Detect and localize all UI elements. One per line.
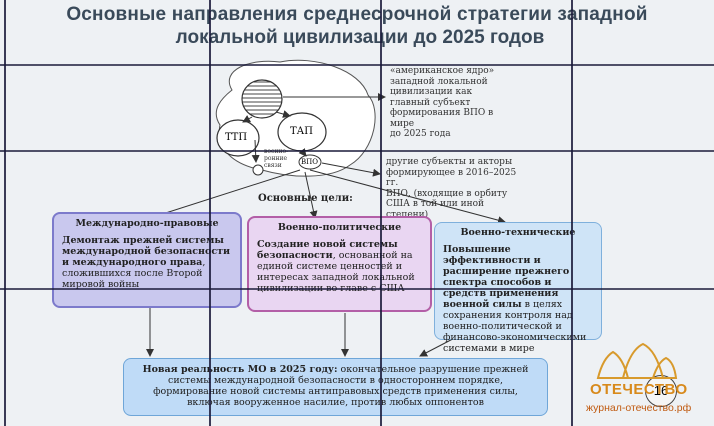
box-mt-header: Военно-технические bbox=[460, 227, 576, 238]
slide-title-line2: локальной цивилизации до 2025 годов bbox=[175, 27, 545, 48]
box-military-technical: Военно-технические Повышение эффективнос… bbox=[434, 222, 602, 354]
core-circle bbox=[241, 79, 283, 119]
tap-label: ТАП bbox=[290, 126, 313, 137]
small-link-label: военно-ронние связи bbox=[264, 148, 289, 169]
screen-seam bbox=[380, 0, 382, 426]
box-new-reality: Новая реальность МО в 2025 году: окончат… bbox=[123, 358, 548, 416]
logo-domes-icon bbox=[596, 342, 678, 379]
note-american-core: «американское ядро» западной локальной ц… bbox=[390, 66, 495, 139]
small-circle bbox=[252, 164, 264, 176]
screen-seam bbox=[209, 0, 211, 426]
screen-seam bbox=[0, 64, 714, 66]
note-other-actors: другие субъекты и акторы формирующее в 2… bbox=[386, 157, 517, 220]
vpo-circle bbox=[298, 154, 322, 170]
main-goals-caption: Основные цели: bbox=[258, 193, 353, 204]
page-number: 16 bbox=[645, 375, 677, 407]
box-legal: Международно-правовые Демонтаж прежней с… bbox=[52, 212, 242, 308]
screen-seam bbox=[0, 288, 714, 290]
screen-seam bbox=[0, 150, 714, 152]
logo-url: журнал-отечество.рф bbox=[586, 402, 692, 414]
screen-seam bbox=[4, 0, 6, 426]
box-legal-header: Международно-правовые bbox=[75, 218, 219, 229]
screen-seam bbox=[571, 0, 573, 426]
ttp-circle bbox=[216, 119, 260, 157]
box-military-political: Военно-политические Создание новой систе… bbox=[247, 216, 432, 312]
slide-title-line1: Основные направления среднесрочной страт… bbox=[66, 4, 648, 25]
logo-name: ОТЕЧЕСТВО bbox=[590, 381, 688, 398]
box-mp-header: Военно-политические bbox=[277, 222, 402, 233]
vpo-label: ВПО bbox=[301, 158, 318, 166]
ttp-label: ТТП bbox=[225, 132, 248, 143]
